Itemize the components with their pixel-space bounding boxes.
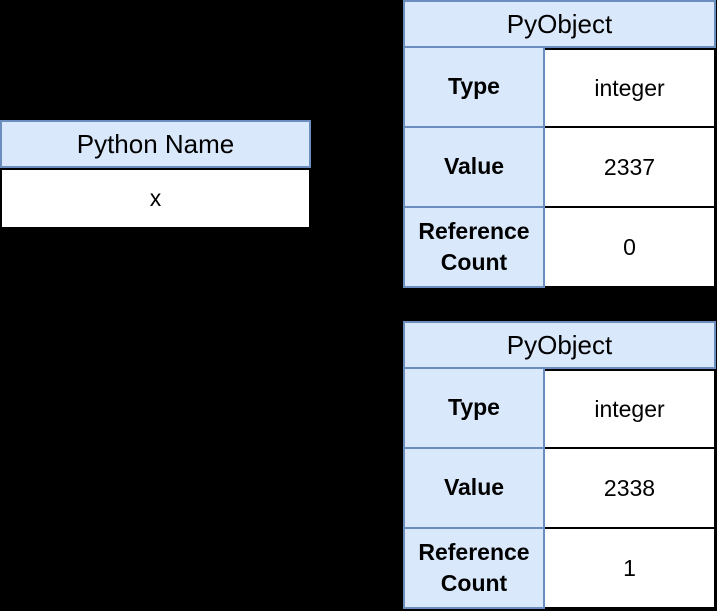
table-row: Reference Count 1 (403, 529, 716, 609)
pyobject-2-type-label: Type (403, 369, 545, 449)
pyobject-1-refcount-value: 0 (545, 208, 716, 288)
pyobject-1-title: PyObject (506, 8, 613, 39)
pyobject-1-value-label: Value (403, 128, 545, 208)
pyobject-2-header: PyObject (403, 321, 716, 369)
python-name-table: Python Name x (0, 120, 311, 229)
pyobject-table-2: PyObject Type integer Value 2338 Referen… (403, 321, 716, 609)
pyobject-1-refcount-label: Reference Count (403, 208, 545, 288)
pyobject-2-type-value: integer (545, 369, 716, 449)
python-name-value: x (149, 185, 162, 211)
table-row: Value 2337 (403, 128, 716, 208)
pyobject-1-header: PyObject (403, 0, 716, 48)
table-row: Reference Count 0 (403, 208, 716, 288)
pyobject-2-value-label: Value (403, 449, 545, 529)
python-name-table-header: Python Name (0, 120, 311, 168)
pyobject-2-refcount-value: 1 (545, 529, 716, 609)
pyobject-2-refcount-label: Reference Count (403, 529, 545, 609)
table-row: Type integer (403, 369, 716, 449)
pyobject-1-type-label: Type (403, 48, 545, 128)
pyobject-1-value-value: 2337 (545, 128, 716, 208)
pyobject-2-title: PyObject (506, 329, 613, 360)
table-row: Type integer (403, 48, 716, 128)
pyobject-2-value-value: 2338 (545, 449, 716, 529)
python-name-title: Python Name (76, 128, 235, 159)
table-row: Value 2338 (403, 449, 716, 529)
pyobject-table-1: PyObject Type integer Value 2337 Referen… (403, 0, 716, 288)
pyobject-1-type-value: integer (545, 48, 716, 128)
python-name-table-body: x (0, 168, 311, 229)
